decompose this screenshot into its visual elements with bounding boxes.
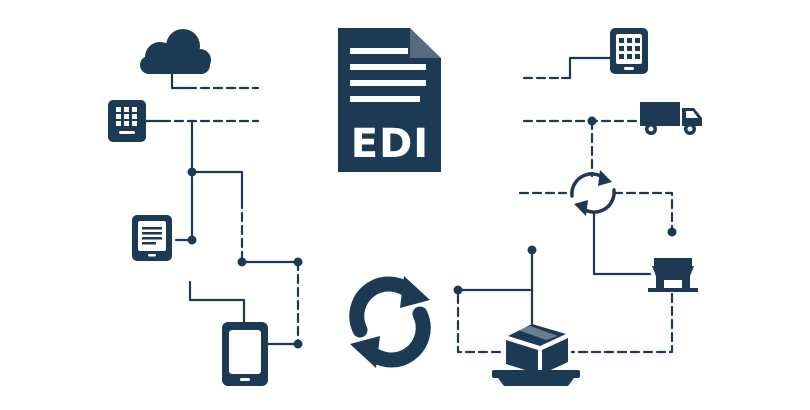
left-connectors xyxy=(144,70,300,346)
store-to-package-dashed xyxy=(570,292,674,354)
sync-arrows-icon xyxy=(349,276,431,368)
cloud-connector xyxy=(170,70,190,90)
junction-dot xyxy=(587,116,597,126)
e-reader-icon xyxy=(132,215,172,261)
junction-dot xyxy=(453,285,463,295)
keypad-terminal-icon xyxy=(108,100,146,142)
package-box-icon xyxy=(492,324,580,386)
junction-dot xyxy=(187,167,197,177)
cloud-icon xyxy=(140,29,211,74)
edi-label: EDI xyxy=(351,121,429,167)
junction-dot xyxy=(667,227,677,237)
warehouse-store-icon xyxy=(648,258,698,292)
edi-document-icon: EDI xyxy=(338,28,441,172)
tablet-bend xyxy=(188,280,246,324)
package-left-loop xyxy=(456,288,502,354)
right-connectors xyxy=(456,56,674,354)
sync-circle-icon xyxy=(570,170,616,216)
sync-to-store-dashed xyxy=(612,191,674,234)
right-junctions xyxy=(453,116,677,295)
step-right xyxy=(190,170,244,202)
sync-to-store-connector xyxy=(592,210,652,276)
junction-dot xyxy=(527,245,537,255)
junction-dot xyxy=(293,339,303,349)
junction-dot xyxy=(237,257,247,267)
junction-dot xyxy=(187,235,197,245)
keypad-tablet-icon xyxy=(610,28,648,74)
junction-dot xyxy=(293,257,303,267)
keypad-tablet-connector xyxy=(560,56,612,80)
tablet-icon xyxy=(222,322,268,386)
delivery-truck-icon xyxy=(640,102,702,135)
left-junctions xyxy=(187,167,303,349)
